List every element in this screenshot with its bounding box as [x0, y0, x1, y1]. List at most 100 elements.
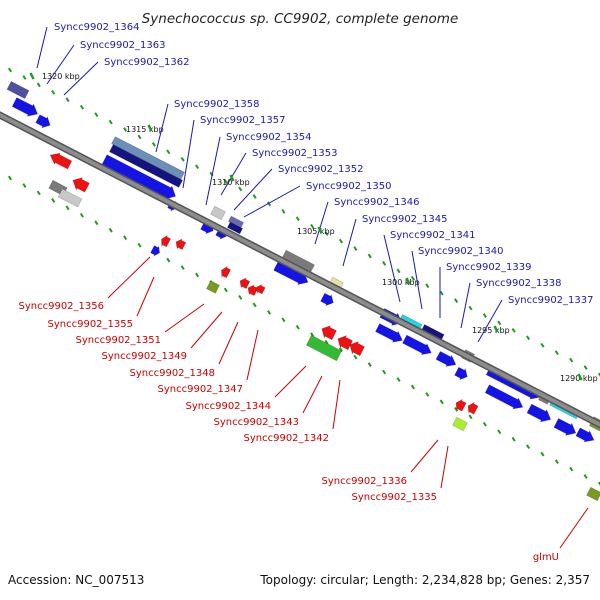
gene-feature: [150, 245, 160, 257]
kbp-label: 1300 kbp: [382, 278, 420, 287]
leader-line: [302, 375, 323, 414]
gene-feature: [72, 177, 90, 193]
gene-feature: [320, 292, 334, 307]
gene-label: Syncc9902_1355: [48, 319, 134, 330]
gene-label: Syncc9902_1344: [186, 401, 272, 412]
tick-dot: [195, 164, 200, 170]
tick-dot: [497, 429, 502, 435]
leader-line: [440, 445, 449, 489]
gene-feature: [455, 398, 467, 412]
gene-label: Syncc9902_1346: [334, 197, 420, 208]
tick-dot: [281, 317, 286, 323]
tick-dot: [583, 474, 588, 479]
leader-line: [220, 152, 247, 196]
gene-label: Syncc9902_1342: [244, 433, 330, 444]
gene-feature: [206, 280, 220, 294]
tick-dot: [526, 335, 531, 341]
tick-dot: [396, 377, 401, 382]
tick-dot: [410, 384, 415, 390]
kbp-tick: [29, 72, 35, 80]
gene-label: Syncc9902_1348: [130, 368, 216, 379]
tick-dot: [22, 183, 27, 188]
tick-dot: [266, 201, 272, 207]
tick-dot: [238, 295, 243, 300]
kbp-tick: [577, 373, 583, 381]
tick-dot: [295, 324, 300, 330]
genome-summary-text: Topology: circular; Length: 2,234,828 bp…: [260, 573, 590, 587]
kbp-tick: [405, 277, 411, 285]
gene-label: Syncc9902_1352: [278, 164, 364, 175]
tick-dot: [439, 399, 444, 405]
tick-dot: [223, 287, 228, 293]
leader-line: [155, 103, 169, 153]
gene-feature: [57, 188, 83, 208]
gene-feature: [247, 284, 259, 297]
leader-line: [342, 218, 357, 267]
tick-dot: [396, 268, 401, 274]
kbp-tick: [147, 124, 153, 132]
leader-line: [182, 119, 195, 189]
tick-dot: [353, 246, 358, 251]
tick-dot: [180, 265, 185, 270]
tick-dot: [425, 392, 430, 397]
gene-feature: [6, 80, 30, 100]
tick-dot: [36, 190, 41, 196]
tick-dot: [468, 305, 473, 311]
tick-dot: [310, 223, 315, 229]
leader-line: [218, 321, 239, 365]
tick-dot: [7, 175, 13, 181]
tick-dot: [166, 257, 171, 263]
tick-dot: [51, 89, 56, 95]
tick-dot: [425, 283, 430, 289]
tick-dot: [79, 104, 84, 110]
tick-dot: [123, 127, 128, 132]
tick-dot: [324, 339, 329, 345]
leader-line: [410, 439, 439, 473]
tick-dot: [151, 142, 156, 147]
leader-line: [383, 234, 401, 303]
tick-dot: [554, 350, 559, 356]
gene-feature: [553, 418, 577, 436]
kbp-label: 1305 kbp: [297, 227, 335, 236]
genome-backbone: [0, 111, 600, 429]
tick-dot: [94, 112, 99, 117]
tick-dot: [266, 309, 272, 315]
gene-label: Syncc9902_1354: [226, 132, 312, 143]
gene-label: Syncc9902_1337: [508, 295, 594, 306]
leader-line: [274, 365, 307, 398]
tick-dot: [137, 242, 142, 248]
tick-dot: [367, 362, 372, 367]
tick-dot: [180, 156, 185, 162]
kbp-label: 1295 kbp: [472, 326, 510, 335]
gene-feature: [11, 97, 39, 117]
gene-feature: [467, 401, 479, 415]
gene-feature: [161, 234, 172, 248]
tick-dot: [382, 261, 387, 266]
gene-label: Syncc9902_1356: [19, 301, 105, 312]
gene-label: Syncc9902_1347: [158, 384, 244, 395]
leader-line: [107, 256, 151, 299]
tick-dots: [7, 67, 600, 486]
leader-line: [246, 329, 259, 381]
gene-feature: [221, 265, 232, 279]
tick-dot: [108, 119, 113, 125]
tick-dot: [569, 357, 574, 363]
gene-label: Syncc9902_1362: [104, 57, 190, 68]
tick-dot: [94, 220, 99, 226]
kbp-tick: [317, 226, 323, 234]
gene-label: glmU: [533, 552, 559, 563]
gene-labels: Syncc9902_1364Syncc9902_1363Syncc9902_13…: [19, 22, 594, 563]
gene-feature: [454, 366, 468, 381]
tick-dot: [295, 216, 300, 222]
tick-dot: [468, 414, 473, 420]
tick-dot: [252, 194, 257, 199]
tick-dot: [137, 134, 142, 140]
leader-line: [559, 507, 589, 549]
tick-dot: [252, 302, 257, 308]
kbp-tick: [493, 325, 499, 333]
gene-feature: [435, 350, 457, 367]
gene-label: Syncc9902_1357: [200, 115, 286, 126]
gene-feature: [109, 144, 183, 188]
leader-line: [205, 136, 221, 206]
